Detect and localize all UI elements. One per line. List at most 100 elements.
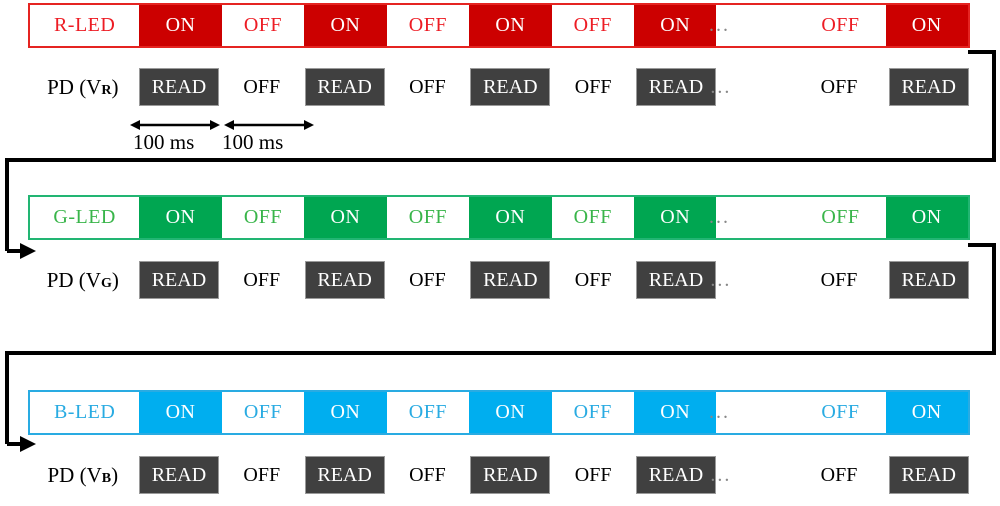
pd-cell-green-4-read[interactable]: READ [470, 261, 551, 299]
led-cell-green-4-on[interactable]: ON [469, 197, 552, 238]
pd-cell-red-0-read[interactable]: READ [138, 68, 219, 106]
pd-cell-slot-red-1: OFF [220, 68, 303, 106]
led-cell-red-3-off[interactable]: OFF [386, 5, 470, 46]
led-row-label-blue: B-LED [30, 392, 140, 433]
wrap-wire-red-to-green-svg [5, 50, 996, 259]
led-cell-blue-1-off[interactable]: OFF [221, 392, 305, 433]
led-cell-green-7-off[interactable]: ...OFF [709, 197, 886, 238]
pd-cell-label: OFF [820, 463, 858, 486]
pd-cell-green-5-off[interactable]: OFF [552, 261, 635, 299]
pd-cell-slot-blue-6: READ [635, 456, 718, 494]
pd-cell-blue-0-read[interactable]: READ [138, 456, 219, 494]
pd-cell-green-1-off[interactable]: OFF [220, 261, 303, 299]
led-cell-green-0-on[interactable]: ON [139, 197, 222, 238]
ellipsis-icon: ... [708, 14, 730, 36]
led-cell-blue-3-off[interactable]: OFF [386, 392, 470, 433]
led-cell-label: OFF [243, 206, 283, 228]
led-cell-label: OFF [243, 401, 283, 423]
led-cell-label: OFF [573, 401, 612, 423]
led-cell-blue-6-on[interactable]: ON [634, 392, 717, 433]
led-cell-label: ON [165, 14, 196, 36]
pd-cell-green-7-off[interactable]: ...OFF [710, 261, 887, 299]
led-cell-red-6-on[interactable]: ON [634, 5, 717, 46]
led-cell-label: OFF [408, 401, 447, 423]
pd-cell-label: READ [648, 75, 704, 98]
led-cell-blue-8-on[interactable]: ON [885, 392, 968, 433]
led-cell-label: OFF [821, 14, 860, 36]
pd-cell-label: OFF [243, 268, 281, 291]
pd-cell-slot-red-0: READ [138, 68, 221, 106]
pd-cell-red-3-off[interactable]: OFF [386, 68, 469, 106]
led-cell-blue-2-on[interactable]: ON [304, 392, 387, 433]
pd-cell-red-4-read[interactable]: READ [470, 68, 551, 106]
pd-cell-green-3-off[interactable]: OFF [386, 261, 469, 299]
pd-cell-green-8-read[interactable]: READ [888, 261, 969, 299]
led-cell-red-5-off[interactable]: OFF [551, 5, 634, 46]
led-cell-green-6-on[interactable]: ON [634, 197, 717, 238]
led-cell-red-7-off[interactable]: ... OFF [709, 5, 886, 46]
led-cell-label: OFF [821, 401, 860, 423]
pd-cell-blue-5-off[interactable]: OFF [552, 456, 635, 494]
led-cell-blue-4-on[interactable]: ON [469, 392, 552, 433]
pd-cell-green-6-read[interactable]: READ [635, 261, 716, 299]
pd-cell-slot-green-5: OFF [552, 261, 635, 299]
led-cell-blue-5-off[interactable]: OFF [551, 392, 634, 433]
pd-cell-blue-8-read[interactable]: READ [888, 456, 969, 494]
ellipsis-icon: ... [710, 75, 732, 98]
led-cell-green-1-off[interactable]: OFF [221, 197, 305, 238]
pd-cell-slot-red-5: OFF [552, 68, 635, 106]
pd-cell-blue-1-off[interactable]: OFF [220, 456, 303, 494]
led-cell-red-1-off[interactable]: OFF [221, 5, 305, 46]
pd-cell-red-2-read[interactable]: READ [304, 68, 385, 106]
pd-cell-slot-green-6: READ [635, 261, 718, 299]
pd-cell-green-2-read[interactable]: READ [304, 261, 385, 299]
pd-cell-blue-4-read[interactable]: READ [470, 456, 551, 494]
pd-cell-slot-blue-0: READ [138, 456, 221, 494]
led-cell-red-2-on[interactable]: ON [304, 5, 387, 46]
pd-cell-green-0-read[interactable]: READ [138, 261, 219, 299]
pd-cell-blue-2-read[interactable]: READ [304, 456, 385, 494]
led-cell-green-3-off[interactable]: OFF [386, 197, 470, 238]
timing-label-second: 100 ms [222, 130, 284, 154]
pd-label-subscript-green: G [100, 276, 112, 291]
led-cell-green-5-off[interactable]: OFF [551, 197, 634, 238]
pd-cell-blue-7-off[interactable]: ... OFF [710, 456, 887, 494]
led-cell-green-2-on[interactable]: ON [304, 197, 387, 238]
pd-cell-label: OFF [820, 75, 858, 98]
pd-cell-slot-blue-5: OFF [552, 456, 635, 494]
pd-cell-red-8-read[interactable]: READ [888, 68, 969, 106]
pd-label-subscript-blue: B [101, 471, 112, 486]
pd-cell-label: READ [317, 268, 372, 291]
led-cell-label: ON [495, 14, 526, 36]
led-cell-red-0-on[interactable]: ON [139, 5, 222, 46]
led-cell-blue-7-off[interactable]: ...OFF [709, 392, 886, 433]
pd-cell-red-5-off[interactable]: OFF [552, 68, 635, 106]
pd-cell-label: READ [901, 463, 956, 486]
led-cell-label: ON [165, 206, 196, 228]
led-cell-label: ON [330, 206, 361, 228]
pd-cell-label: OFF [574, 75, 612, 98]
pd-cell-red-1-off[interactable]: OFF [220, 68, 303, 106]
pd-cell-label: READ [483, 268, 538, 291]
pd-cell-blue-6-read[interactable]: READ [635, 456, 716, 494]
pd-label-prefix-red: PD (V [47, 74, 102, 99]
pd-cell-label: READ [151, 268, 207, 291]
led-cell-label: OFF [243, 14, 283, 36]
pd-cell-slot-blue-7: ... OFF [710, 456, 887, 494]
led-cell-red-8-on[interactable]: ON [885, 5, 968, 46]
pd-cell-slot-blue-4: READ [469, 456, 552, 494]
pd-cell-blue-3-off[interactable]: OFF [386, 456, 469, 494]
led-cell-green-8-on[interactable]: ON [885, 197, 968, 238]
led-cell-blue-0-on[interactable]: ON [139, 392, 222, 433]
pd-cell-label: OFF [574, 268, 612, 291]
led-cell-red-4-on[interactable]: ON [469, 5, 552, 46]
pd-cell-red-7-off[interactable]: ... OFF [710, 68, 887, 106]
pd-cell-red-6-read[interactable]: READ [635, 68, 716, 106]
pd-cell-slot-green-4: READ [469, 261, 552, 299]
ellipsis-icon: ... [710, 463, 732, 486]
pd-cell-label: OFF [409, 268, 446, 291]
pd-cell-slot-blue-8: READ [887, 456, 970, 494]
